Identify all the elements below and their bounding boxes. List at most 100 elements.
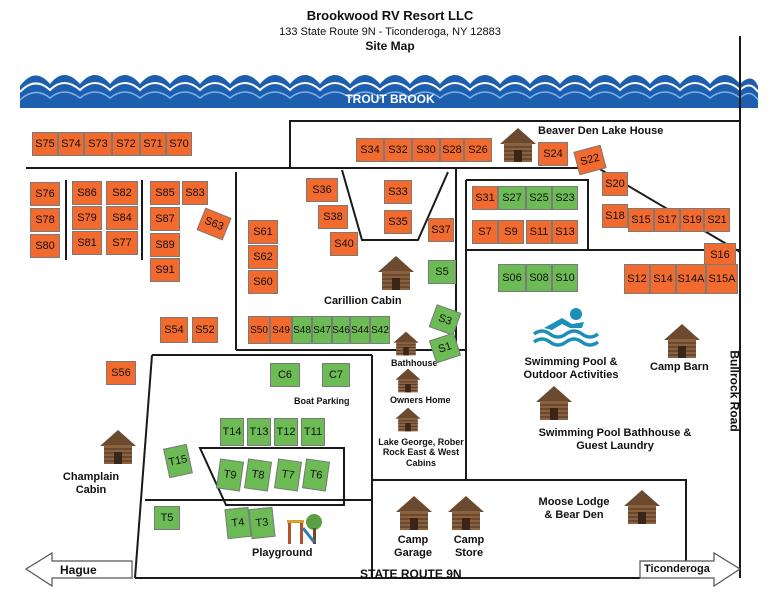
site-s11[interactable]: S11 <box>526 220 552 244</box>
site-s61[interactable]: S61 <box>248 220 278 244</box>
bathhouse-label: Bathhouse <box>391 358 438 368</box>
cabin-icon <box>448 496 484 530</box>
site-s91[interactable]: S91 <box>150 258 180 282</box>
site-s71[interactable]: S71 <box>140 132 166 156</box>
swimming-pool-label: Swimming Pool & Outdoor Activities <box>523 356 619 381</box>
site-s89[interactable]: S89 <box>150 233 180 257</box>
site-s08[interactable]: S08 <box>526 264 552 292</box>
boat-parking-label: Boat Parking <box>294 396 350 406</box>
site-s14a[interactable]: S14A <box>676 264 706 294</box>
cabin-icon <box>100 430 136 464</box>
site-s27[interactable]: S27 <box>498 186 526 210</box>
site-s49[interactable]: S49 <box>270 316 292 344</box>
site-s18[interactable]: S18 <box>602 204 628 228</box>
trout-brook-label: TROUT BROOK <box>345 92 435 106</box>
site-s52[interactable]: S52 <box>192 317 218 343</box>
site-s54[interactable]: S54 <box>160 317 188 343</box>
site-s13[interactable]: S13 <box>552 220 578 244</box>
site-s9[interactable]: S9 <box>498 220 524 244</box>
site-s86[interactable]: S86 <box>72 181 102 205</box>
site-t14[interactable]: T14 <box>220 418 244 446</box>
site-s47[interactable]: S47 <box>312 316 332 344</box>
trout-brook-water <box>19 75 759 108</box>
site-s34[interactable]: S34 <box>356 138 384 162</box>
site-s74[interactable]: S74 <box>58 132 84 156</box>
site-s15a[interactable]: S15A <box>706 264 738 294</box>
site-s28[interactable]: S28 <box>440 138 464 162</box>
site-s84[interactable]: S84 <box>106 206 138 230</box>
site-s7[interactable]: S7 <box>472 220 498 244</box>
site-s50[interactable]: S50 <box>248 316 270 344</box>
site-t5[interactable]: T5 <box>154 506 180 530</box>
camp-store-label: Camp Store <box>453 534 485 559</box>
site-t12[interactable]: T12 <box>274 418 298 446</box>
site-t7[interactable]: T7 <box>274 458 302 492</box>
pool-bathhouse-label: Swimming Pool Bathhouse & Guest Laundry <box>538 427 692 452</box>
site-t13[interactable]: T13 <box>247 418 271 446</box>
site-s23[interactable]: S23 <box>552 186 578 210</box>
site-c6[interactable]: C6 <box>270 363 300 387</box>
site-t3[interactable]: T3 <box>248 506 276 540</box>
moose-lodge-label: Moose Lodge & Bear Den <box>538 496 610 521</box>
site-s75[interactable]: S75 <box>32 132 58 156</box>
site-s40[interactable]: S40 <box>330 232 358 256</box>
beaver-den-label: Beaver Den Lake House <box>538 125 664 137</box>
site-s79[interactable]: S79 <box>72 206 102 230</box>
site-s17[interactable]: S17 <box>654 208 680 232</box>
cabin-icon <box>536 386 572 420</box>
site-s24[interactable]: S24 <box>538 142 568 166</box>
site-s5[interactable]: S5 <box>428 260 456 284</box>
site-s19[interactable]: S19 <box>680 208 704 232</box>
bullrock-road-label: Bullrock Road <box>727 350 742 432</box>
site-s73[interactable]: S73 <box>84 132 112 156</box>
site-s46[interactable]: S46 <box>332 316 350 344</box>
site-s70[interactable]: S70 <box>166 132 192 156</box>
site-s36[interactable]: S36 <box>306 178 338 202</box>
site-s85[interactable]: S85 <box>150 181 180 205</box>
site-s80[interactable]: S80 <box>30 234 60 258</box>
site-s76[interactable]: S76 <box>30 182 60 206</box>
site-s87[interactable]: S87 <box>150 207 180 231</box>
site-s48[interactable]: S48 <box>292 316 312 344</box>
site-s82[interactable]: S82 <box>106 181 138 205</box>
site-s60[interactable]: S60 <box>248 270 278 294</box>
swimmer-icon <box>532 308 600 347</box>
site-s81[interactable]: S81 <box>72 231 102 255</box>
site-s78[interactable]: S78 <box>30 208 60 232</box>
site-s10[interactable]: S10 <box>552 264 578 292</box>
site-t9[interactable]: T9 <box>216 458 244 492</box>
site-s06[interactable]: S06 <box>498 264 526 292</box>
site-s20[interactable]: S20 <box>602 172 628 196</box>
site-s35[interactable]: S35 <box>384 210 412 234</box>
site-s12[interactable]: S12 <box>624 264 650 294</box>
site-s26[interactable]: S26 <box>464 138 492 162</box>
site-s30[interactable]: S30 <box>412 138 440 162</box>
site-s33[interactable]: S33 <box>384 180 412 204</box>
site-s15[interactable]: S15 <box>628 208 654 232</box>
site-s77[interactable]: S77 <box>106 231 138 255</box>
site-c7[interactable]: C7 <box>322 363 350 387</box>
site-s83[interactable]: S83 <box>182 181 208 205</box>
site-s42[interactable]: S42 <box>370 316 390 344</box>
site-s56[interactable]: S56 <box>106 361 136 385</box>
site-s62[interactable]: S62 <box>248 245 278 269</box>
site-s21[interactable]: S21 <box>704 208 730 232</box>
site-t11[interactable]: T11 <box>301 418 325 446</box>
site-s14[interactable]: S14 <box>650 264 676 294</box>
site-s16[interactable]: S16 <box>704 243 736 267</box>
site-t8[interactable]: T8 <box>244 458 272 492</box>
site-s25[interactable]: S25 <box>526 186 552 210</box>
site-t6[interactable]: T6 <box>302 458 330 492</box>
site-s38[interactable]: S38 <box>318 205 348 229</box>
site-s37[interactable]: S37 <box>428 218 454 242</box>
site-s32[interactable]: S32 <box>384 138 412 162</box>
site-s31[interactable]: S31 <box>472 186 498 210</box>
cabin-icon <box>395 368 421 393</box>
resort-title: Brookwood RV Resort LLC <box>306 8 474 23</box>
site-s72[interactable]: S72 <box>112 132 140 156</box>
site-s44[interactable]: S44 <box>350 316 370 344</box>
cabin-icon <box>664 324 700 358</box>
site-t4[interactable]: T4 <box>224 506 252 540</box>
cabin-icon <box>395 407 421 432</box>
